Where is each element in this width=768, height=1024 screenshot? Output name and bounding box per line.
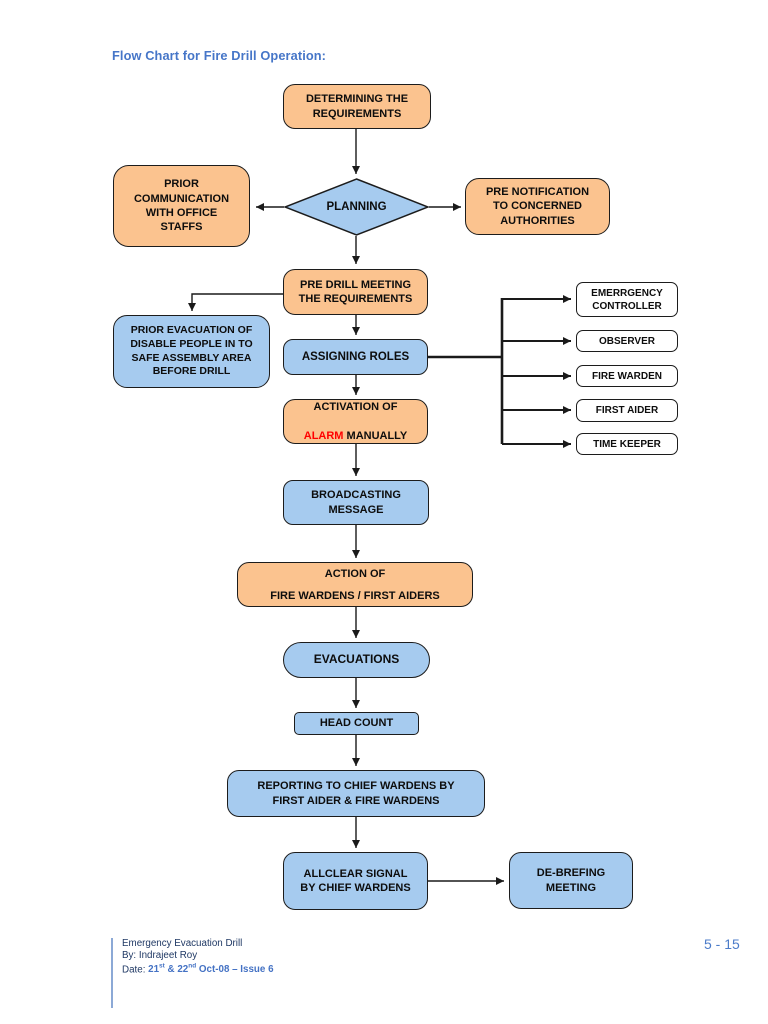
date-ordinal-2: nd [188,963,197,971]
node-evacuations: EVACUATIONS [283,642,430,678]
node-action-of-fire-wardens: ACTION OF FIRE WARDENS / FIRST AIDERS [237,562,473,607]
activation-line2: ALARM MANUALLY [304,429,407,443]
footer: Emergency Evacuation Drill By: Indrajeet… [122,938,274,976]
activation-line1: ACTIVATION OF [313,401,398,414]
node-activation-of-alarm: ACTIVATION OF ALARM MANUALLY [283,399,428,444]
node-planning-label: PLANNING [326,200,387,213]
alarm-word: ALARM [303,429,344,442]
role-emergency-controller: EMERRGENCY CONTROLLER [576,282,678,317]
node-pre-drill-meeting: PRE DRILL MEETING THE REQUIREMENTS [283,269,428,315]
node-determining-requirements: DETERMINING THE REQUIREMENTS [283,84,431,129]
node-planning-diamond: PLANNING [284,178,429,236]
node-prior-evacuation: PRIOR EVACUATION OF DISABLE PEOPLE IN TO… [113,315,270,388]
node-broadcasting-message: BROADCASTING MESSAGE [283,480,429,525]
date-day-1: 21 [148,964,160,976]
page-number: 5 - 15 [704,936,740,952]
node-allclear-signal: ALLCLEAR SIGNAL BY CHIEF WARDENS [283,852,428,910]
role-observer: OBSERVER [576,330,678,352]
footer-date-line: Date: 21st & 22nd Oct-08 – Issue 6 [122,961,274,976]
footer-date-value: 21st & 22nd Oct-08 – Issue 6 [148,963,274,976]
date-issue: Oct-08 – Issue 6 [196,964,274,976]
footer-divider-line [111,938,113,1008]
node-reporting-to-chief-wardens: REPORTING TO CHIEF WARDENS BY FIRST AIDE… [227,770,485,817]
page-title: Flow Chart for Fire Drill Operation: [112,48,327,63]
node-head-count: HEAD COUNT [294,712,419,735]
node-prior-communication: PRIOR COMMUNICATION WITH OFFICE STAFFS [113,165,250,247]
date-ordinal-1: st [159,963,165,971]
role-fire-warden: FIRE WARDEN [576,365,678,387]
footer-date-label: Date: [122,964,149,976]
date-day-2: & 22 [164,964,189,976]
role-first-aider: FIRST AIDER [576,399,678,422]
diamond-shape [284,178,429,236]
node-debriefing-meeting: DE-BREFING MEETING [509,852,633,909]
role-time-keeper: TIME KEEPER [576,433,678,455]
node-activation-label: ACTIVATION OF ALARM MANUALLY [304,386,407,457]
footer-document-title: Emergency Evacuation Drill [122,938,243,949]
node-assigning-roles: ASSIGNING ROLES [283,339,428,375]
node-pre-notification: PRE NOTIFICATION TO CONCERNED AUTHORITIE… [465,178,610,235]
footer-author: By: Indrajeet Roy [122,949,198,961]
manually-word: MANUALLY [343,429,408,442]
